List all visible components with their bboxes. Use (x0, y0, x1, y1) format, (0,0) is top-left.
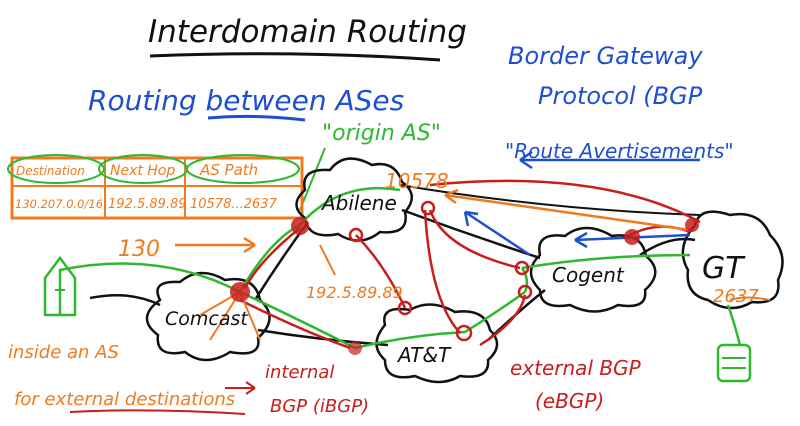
table-cell-next-hop: 192.5.89.89 (108, 197, 187, 212)
arrowhead-icon (463, 210, 479, 227)
session-line (299, 186, 401, 226)
session-line (520, 267, 529, 293)
as-cloud-comcast (145, 271, 271, 362)
link-abilene-cogent (401, 208, 541, 260)
origin-as-pointer (299, 147, 326, 211)
session-line (521, 253, 691, 270)
session-line (726, 304, 742, 346)
table-header-next-hop: Next Hop (110, 163, 175, 179)
link-cogent-gt (639, 237, 696, 257)
orange-underline (729, 296, 771, 301)
ibgp-label-line1: internal (265, 362, 334, 383)
node-label-cogent: Cogent (552, 263, 625, 287)
advertisement-arrow (355, 234, 407, 309)
arrowhead-icon (444, 188, 459, 205)
arrowhead-icon (519, 150, 533, 170)
ibgp-label-line2: BGP (iBGP) (270, 396, 369, 417)
arrowhead-icon (245, 381, 256, 395)
advertisement-arrow (423, 209, 461, 334)
link-edge (89, 293, 161, 307)
node-label-att: AT&T (396, 343, 452, 367)
node-label-gt: GT (702, 251, 746, 286)
node-label-abilene: Abilene (320, 191, 397, 215)
arrowhead-icon (243, 236, 256, 254)
ebgp-label-line2: (eBGP) (535, 389, 604, 413)
advertisement-arrow (243, 227, 301, 289)
router-att-west (348, 341, 362, 355)
as-cloud-gt (681, 210, 784, 310)
title-underline (149, 52, 441, 62)
router-comcast (230, 282, 250, 302)
arrowhead-icon (574, 231, 588, 249)
router-abilene-south (348, 227, 364, 243)
orange-arrow (319, 244, 336, 276)
host-building-icon (43, 255, 77, 317)
inside-as-label-line2: for external destinations (14, 389, 235, 410)
table-header-destination: Destination (16, 164, 85, 178)
advertisement-arrow (429, 179, 701, 224)
external-underline (69, 409, 246, 415)
router-abilene-east (420, 200, 436, 216)
asn-label-10578: 10578 (385, 169, 449, 193)
table-cell-as-path: 10578...2637 (190, 197, 278, 212)
router-gt (685, 218, 699, 232)
routing-table: Destination Next Hop AS Path 130.207.0.0… (7, 154, 304, 220)
router-cogent-west (514, 260, 530, 276)
bgp-title-line1: Border Gateway (508, 42, 703, 70)
header-highlight (7, 154, 105, 184)
ebgp-label-line1: external BGP (510, 356, 642, 380)
advertisement-arrow (479, 294, 527, 347)
advertisement-arrow (239, 298, 351, 350)
inside-as-label-line1: inside an AS (8, 342, 119, 363)
header-highlight (186, 154, 300, 184)
session-line (239, 290, 356, 350)
route-advertisement-arrow (464, 210, 531, 257)
routing-table-border (10, 156, 304, 220)
router-abilene-west (291, 217, 309, 235)
router-cogent-south (517, 284, 533, 300)
node-label-comcast: Comcast (165, 308, 249, 330)
page-title: Interdomain Routing (148, 14, 467, 50)
session-line (354, 330, 466, 350)
asn-label-2637: 2637 (713, 286, 759, 307)
router-cogent-east (624, 229, 640, 245)
router-att-east (455, 324, 473, 342)
subtitle-underline (207, 114, 306, 122)
session-line (58, 262, 241, 315)
next-hop-ip-label: 192.5.89.89 (306, 283, 403, 302)
orange-arrow (444, 193, 691, 232)
advertisement-arrow (428, 209, 521, 270)
prefix-label-130: 130 (118, 237, 160, 262)
bgp-title-line2: Protocol (BGP (538, 82, 703, 110)
origin-as-label: "origin AS" (322, 121, 441, 146)
router-att-north (397, 300, 413, 316)
link-abilene-gt (399, 184, 701, 216)
host-server-icon (716, 343, 752, 383)
subtitle: Routing between ASes (88, 84, 404, 117)
table-cell-destination: 130.207.0.0/16 (15, 197, 103, 211)
as-cloud-cogent (529, 226, 657, 313)
table-header-as-path: AS Path (199, 161, 258, 179)
as-cloud-att (375, 303, 499, 384)
